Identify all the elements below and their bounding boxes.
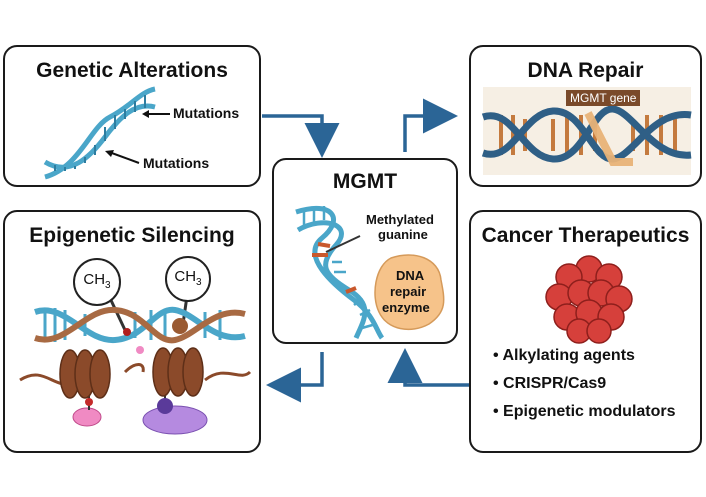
panel-title: Genetic Alterations — [36, 59, 228, 82]
panel-mgmt: MGMT Methylated guanine DNA repair enzym… — [272, 158, 458, 344]
methylated-guanine-label-2: guanine — [378, 227, 428, 242]
methyl-subscript: 3 — [196, 277, 202, 288]
mutation-label-bottom: Mutations — [143, 155, 210, 171]
dna-helix-icon — [43, 86, 156, 180]
panel-title: Cancer Therapeutics — [481, 224, 690, 247]
list-item: CRISPR/Cas9 — [493, 370, 676, 398]
methyl-pointer — [325, 235, 361, 253]
panel-title: MGMT — [332, 170, 398, 193]
methylated-dna-icon — [34, 295, 246, 344]
enzyme-label-2: repair — [390, 284, 427, 299]
methyl-subscript: 3 — [105, 280, 111, 291]
mutation-pointer-top — [142, 110, 170, 118]
methyl-label: CH — [174, 268, 197, 285]
enzyme-label-3: enzyme — [382, 300, 430, 315]
panel-epigenetic-silencing: Epigenetic Silencing CH3 CH3 — [3, 210, 261, 453]
arrow-cancer-to-mgmt — [387, 348, 470, 387]
methylated-guanine-label-1: Methylated — [366, 212, 434, 227]
dna-helix-icon — [481, 105, 692, 166]
list-item: Epigenetic modulators — [493, 398, 675, 426]
panel-title: Epigenetic Silencing — [29, 224, 235, 247]
panel-dna-repair: DNA Repair MGMT gene — [469, 45, 702, 187]
methyl-group-icon: CH3 — [165, 256, 211, 302]
arrow-genetic-to-mgmt — [262, 114, 340, 158]
methyl-group-icon: CH3 — [73, 258, 121, 306]
enzyme-label-1: DNA — [396, 268, 425, 283]
arrow-mgmt-to-epigenetic — [266, 352, 324, 403]
dna-helix-icon — [295, 205, 385, 340]
nucleosome-icon — [19, 346, 252, 435]
panel-cancer-therapeutics: Cancer Therapeutics Alkylating agents CR… — [469, 210, 702, 453]
mutation-label-top: Mutations — [173, 105, 240, 121]
list-item: Alkylating agents — [493, 342, 676, 370]
tumor-cells-icon — [545, 255, 633, 344]
mutation-pointer-bottom — [105, 150, 140, 164]
panel-title: DNA Repair — [527, 59, 644, 82]
enzyme-icon — [374, 254, 445, 331]
therapeutics-list: Alkylating agents CRISPR/Cas9 Epigenetic… — [493, 342, 676, 426]
methyl-label: CH — [83, 271, 106, 288]
panel-genetic-alterations: Genetic Alterations Mutations Mutations — [3, 45, 261, 187]
mgmt-gene-label: MGMT gene — [566, 90, 641, 106]
arrow-mgmt-to-repair — [403, 98, 458, 152]
